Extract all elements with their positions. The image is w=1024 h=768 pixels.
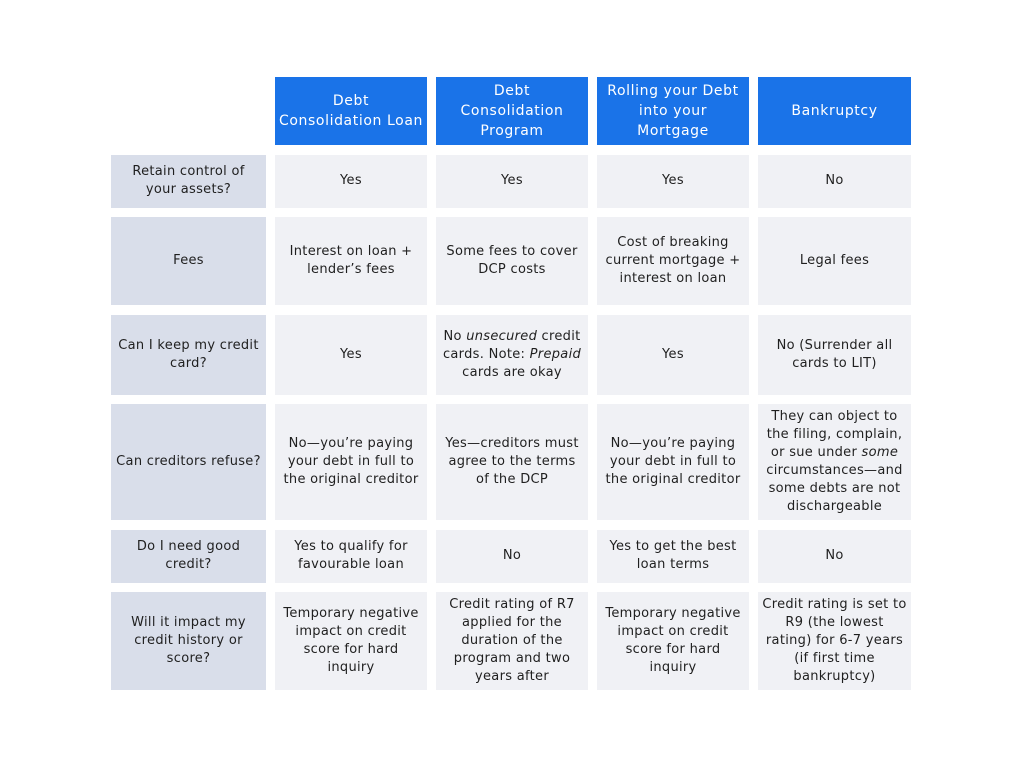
table-cell: Legal fees	[758, 217, 911, 305]
table-cell: Yes	[275, 314, 427, 395]
table-corner	[111, 77, 266, 145]
table-cell: Yes	[436, 154, 588, 208]
header-debt-consolidation-program: Debt Consolidation Program	[436, 77, 588, 145]
cell-text-fragment: They can object to the filing, complain,…	[762, 408, 907, 516]
table-cell: No	[758, 529, 911, 583]
cell-text: credit cards. Note:	[442, 328, 581, 362]
row-label-keep-credit-card: Can I keep my credit card?	[111, 314, 266, 395]
table-cell: No	[436, 529, 588, 583]
header-debt-consolidation-loan: Debt Consolidation Loan	[275, 77, 427, 145]
table-cell: Cost of breaking current mortgage + inte…	[597, 217, 749, 305]
cell-text: circumstances—and some debts are not dis…	[766, 463, 903, 514]
header-rolling-debt-into-mortgage: Rolling your Debt into your Mortgage	[597, 77, 749, 145]
table-cell: They can object to the filing, complain,…	[758, 404, 911, 520]
cell-text: They can object to the filing, complain,…	[766, 409, 903, 460]
table-cell: Yes	[597, 154, 749, 208]
row-label-retain-control: Retain control of your assets?	[111, 154, 266, 208]
table-cell: Temporary negative impact on credit scor…	[275, 592, 427, 690]
table-cell: No	[758, 154, 911, 208]
table-cell: No (Surrender all cards to LIT)	[758, 314, 911, 395]
row-label-good-credit: Do I need good credit?	[111, 529, 266, 583]
cell-emphasis: some	[861, 445, 899, 460]
comparison-table: Debt Consolidation Loan Debt Consolidati…	[111, 77, 911, 690]
table-cell: Yes	[275, 154, 427, 208]
table-cell: No—you’re paying your debt in full to th…	[275, 404, 427, 520]
header-bankruptcy: Bankruptcy	[758, 77, 911, 145]
cell-text-fragment: No unsecured credit cards. Note: Prepaid…	[440, 328, 584, 382]
table-cell: Temporary negative impact on credit scor…	[597, 592, 749, 690]
row-label-credit-impact: Will it impact my credit history or scor…	[111, 592, 266, 690]
table-cell: No—you’re paying your debt in full to th…	[597, 404, 749, 520]
row-label-fees: Fees	[111, 217, 266, 305]
table-cell: Yes	[597, 314, 749, 395]
cell-emphasis: Prepaid	[529, 346, 582, 362]
table-cell: Yes—creditors must agree to the terms of…	[436, 404, 588, 520]
cell-emphasis: unsecured	[466, 328, 538, 344]
table-cell: Some fees to cover DCP costs	[436, 217, 588, 305]
cell-text: No	[443, 328, 467, 344]
table-cell: Credit rating is set to R9 (the lowest r…	[758, 592, 911, 690]
table-cell: Yes to get the best loan terms	[597, 529, 749, 583]
cell-text: cards are okay	[462, 364, 562, 380]
table-cell: Yes to qualify for favourable loan	[275, 529, 427, 583]
table-cell: No unsecured credit cards. Note: Prepaid…	[436, 314, 588, 395]
row-label-creditors-refuse: Can creditors refuse?	[111, 404, 266, 520]
table-cell: Interest on loan + lender’s fees	[275, 217, 427, 305]
table-cell: Credit rating of R7 applied for the dura…	[436, 592, 588, 690]
